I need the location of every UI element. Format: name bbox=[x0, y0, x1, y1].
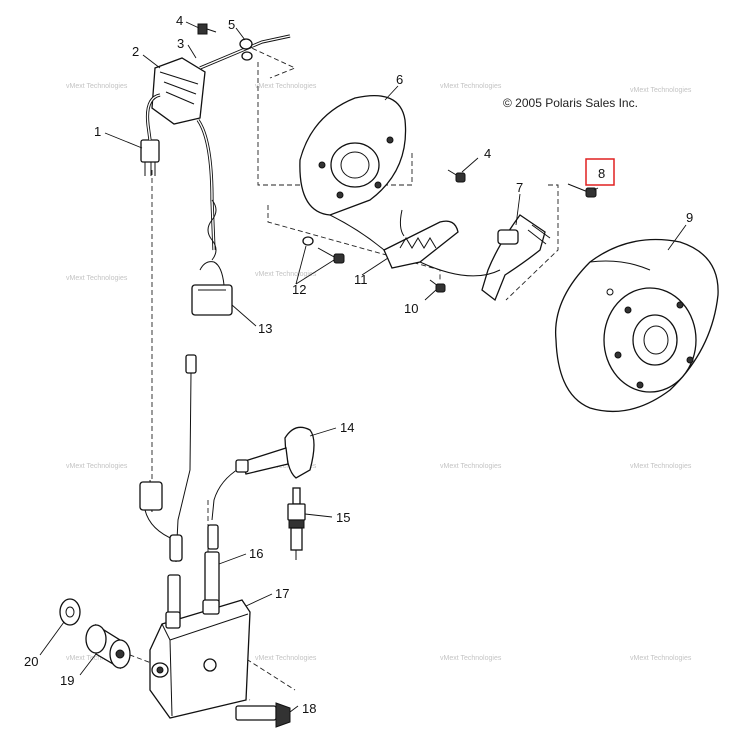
watermark: vMext Technologies bbox=[255, 271, 317, 278]
watermark: vMext Technologies bbox=[66, 275, 128, 282]
part-14-plug-cap bbox=[235, 426, 315, 479]
callout-18: 18 bbox=[302, 701, 316, 716]
part-18-bolt bbox=[235, 702, 291, 728]
part-4-screw-top bbox=[197, 23, 217, 35]
watermark: vMext Technologies bbox=[440, 83, 502, 90]
callout-12: 12 bbox=[292, 282, 306, 297]
callout-5: 5 bbox=[228, 17, 235, 32]
callout-15: 15 bbox=[336, 510, 350, 525]
part-19-spacer bbox=[85, 623, 131, 670]
callout-4b: 4 bbox=[484, 146, 491, 161]
part-6-stator-plate bbox=[299, 94, 407, 216]
callout-4a: 4 bbox=[176, 13, 183, 28]
leader-lines bbox=[39, 21, 687, 713]
part-16-coil-stud bbox=[167, 524, 220, 621]
part-3-harness-tube bbox=[145, 34, 291, 251]
part-5-clip bbox=[239, 38, 253, 61]
callout-13: 13 bbox=[258, 321, 272, 336]
part-2-regulator bbox=[151, 57, 206, 125]
callout-11: 11 bbox=[354, 272, 368, 287]
part-13-connector-block bbox=[191, 199, 233, 316]
watermark: vMext Technologies bbox=[255, 83, 317, 90]
callout-20: 20 bbox=[24, 654, 38, 669]
part-4-screw-right bbox=[447, 169, 466, 183]
watermark: vMext Technologies bbox=[630, 463, 692, 470]
watermark: vMext Technologies bbox=[255, 655, 317, 662]
callout-3: 3 bbox=[177, 36, 184, 51]
callout-17: 17 bbox=[275, 586, 289, 601]
callout-labels: 1 2 3 4 4 5 6 7 8 9 10 11 12 13 14 15 16… bbox=[24, 13, 693, 716]
watermark: vMext Technologies bbox=[66, 463, 128, 470]
callout-10: 10 bbox=[404, 301, 418, 316]
part-7-pickup-coil bbox=[481, 214, 551, 302]
callout-6: 6 bbox=[396, 72, 403, 87]
part-10-screw bbox=[429, 279, 446, 293]
watermark: vMext Technologies bbox=[630, 655, 692, 662]
part-11-coil-harness bbox=[329, 209, 501, 277]
part-20-washer bbox=[59, 598, 81, 626]
part-8-screw bbox=[567, 183, 597, 198]
watermark: vMext Technologies bbox=[440, 655, 502, 662]
copyright-notice: © 2005 Polaris Sales Inc. bbox=[503, 96, 638, 110]
part-1-connector bbox=[140, 139, 160, 176]
callout-7: 7 bbox=[516, 180, 523, 195]
callout-16: 16 bbox=[249, 546, 263, 561]
callout-9: 9 bbox=[686, 210, 693, 225]
part-12-screw-washer bbox=[302, 236, 345, 264]
callout-19: 19 bbox=[60, 673, 74, 688]
watermark: vMext Technologies bbox=[66, 83, 128, 90]
ignition-wires bbox=[139, 354, 241, 563]
callout-1: 1 bbox=[94, 124, 101, 139]
part-17-ignition-coil bbox=[149, 599, 251, 719]
watermark: vMext Technologies bbox=[255, 463, 317, 470]
highlight-box-part-8 bbox=[585, 158, 615, 186]
watermark: vMext Technologies bbox=[440, 463, 502, 470]
watermark: vMext Technologies bbox=[630, 87, 692, 94]
callout-14: 14 bbox=[340, 420, 354, 435]
callout-2: 2 bbox=[132, 44, 139, 59]
watermark: vMext Technologies bbox=[66, 655, 128, 662]
part-15-spark-plug bbox=[287, 487, 306, 560]
callout-8: 8 bbox=[598, 166, 605, 181]
part-9-flywheel bbox=[554, 238, 719, 413]
